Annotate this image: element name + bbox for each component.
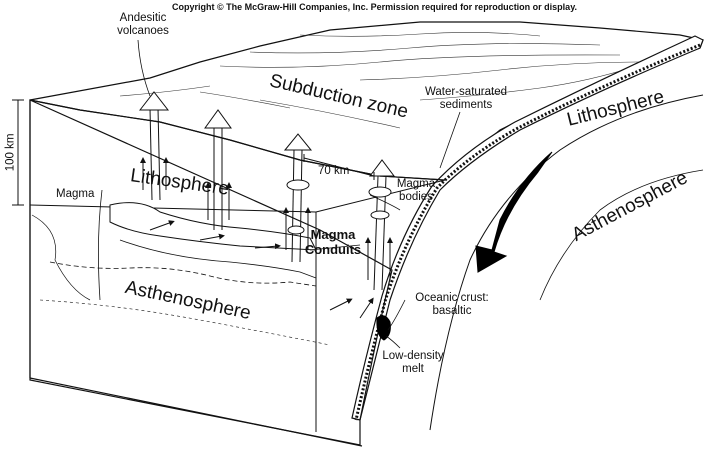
crust-hatch: [354, 43, 701, 421]
magma-label: Magma: [56, 188, 95, 200]
copyright-text: Copyright © The McGraw-Hill Companies, I…: [172, 2, 578, 12]
magma-conduits-label: Magma Conduits: [300, 227, 366, 257]
magma-chambers: [286, 179, 392, 235]
boundary-front: [31, 214, 91, 301]
leader-lines: [98, 39, 461, 349]
andesitic-volcanoes-line1: Andesitic: [119, 12, 167, 24]
magma-conduits-line1: Magma: [310, 227, 356, 242]
slab-lower-boundary: [429, 94, 704, 431]
water-saturated-line1: Water-saturated: [424, 86, 508, 98]
low-density-line1: Low-density: [382, 350, 444, 362]
oceanic-crust-line2: basaltic: [432, 304, 472, 317]
surface-texture: [119, 32, 661, 129]
volcano-cones: [138, 91, 395, 177]
oceanic-crust-line1: Oceanic crust:: [415, 292, 489, 304]
magma-bodies-line2: bodies: [399, 190, 433, 203]
low-density-melt-label: Low-density melt: [378, 350, 448, 376]
block-front-face: [29, 99, 393, 446]
depth-marker: [12, 99, 24, 206]
low-density-line2: melt: [402, 362, 424, 375]
magma-layer: [109, 202, 317, 251]
conduit-arrows: [140, 157, 393, 319]
water-saturated-label: Water-saturated sediments: [418, 86, 514, 112]
magma-conduits-line2: Conduits: [304, 241, 362, 257]
distance-70km-label: 70 km: [318, 165, 350, 177]
block-bottom-edge: [29, 377, 363, 447]
low-density-melt: [376, 315, 391, 341]
andesitic-volcanoes-line2: volcanoes: [117, 24, 169, 37]
water-saturated-line2: sediments: [439, 98, 493, 111]
magma-layer-deep: [119, 239, 317, 279]
subduction-arrow: [475, 151, 553, 273]
magma-bodies-label: Magma bodies: [390, 178, 442, 204]
oceanic-crust: [351, 35, 704, 421]
oceanic-crust-label: Oceanic crust: basaltic: [408, 292, 496, 318]
andesitic-volcanoes-label: Andesitic volcanoes: [108, 12, 178, 38]
magma-bodies-line1: Magma: [396, 178, 436, 190]
distance-marker: [303, 154, 375, 180]
litho-astheno-boundary: [49, 261, 317, 287]
slab-base: [539, 169, 704, 301]
depth-100km-label: 100 km: [4, 133, 17, 172]
